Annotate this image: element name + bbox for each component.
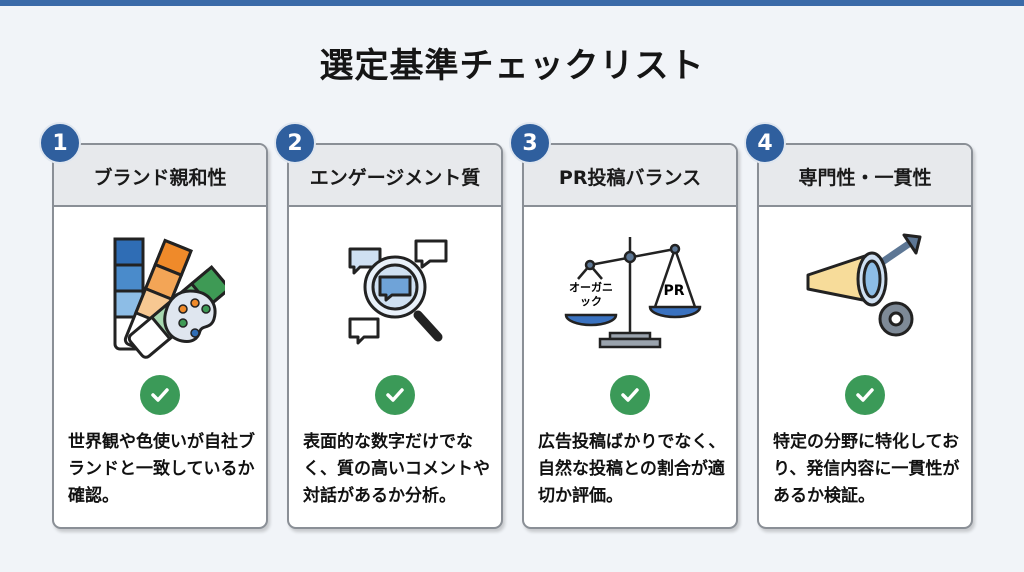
card-heading: PR投稿バランス <box>524 145 736 207</box>
card-heading: エンゲージメント質 <box>289 145 501 207</box>
step-badge-3: 3 <box>509 122 551 164</box>
criteria-card-1: ブランド親和性 世界観や色使いが自社ブランドと一致しているか確認。 <box>52 143 268 529</box>
card-description: 表面的な数字だけでなく、質の高いコメントや対話があるか分析。 <box>303 432 490 506</box>
criteria-card-3: PR投稿バランス オーガニック PR 広告投稿ばかりでなく、自然な投稿との割合が… <box>522 143 738 529</box>
card-description: 広告投稿ばかりでなく、自然な投稿との割合が適切か評価。 <box>538 432 726 506</box>
card-description: 特定の分野に特化しており、発信内容に一貫性があるか検証。 <box>773 432 960 506</box>
step-badge-1: 1 <box>39 122 81 164</box>
card-heading: 専門性・一貫性 <box>759 145 971 207</box>
top-accent-bar <box>0 0 1024 6</box>
scale-label-organic: オーガニック <box>569 281 613 308</box>
step-badge-4: 4 <box>744 122 786 164</box>
step-badge-2: 2 <box>274 122 316 164</box>
megaphone-gear-icon <box>759 229 971 359</box>
card-heading: ブランド親和性 <box>54 145 266 207</box>
scale-label-pr: PR <box>663 283 685 299</box>
check-icon <box>140 375 180 415</box>
criteria-card-2: エンゲージメント質 表面的な数字だけでなく、質の高いコメントや対話があるか分析。 <box>287 143 503 529</box>
magnifier-comments-icon <box>289 229 501 359</box>
check-icon <box>845 375 885 415</box>
color-swatch-palette-icon <box>54 229 266 359</box>
card-description: 世界観や色使いが自社ブランドと一致しているか確認。 <box>68 432 255 506</box>
balance-scale-icon: オーガニック PR <box>524 229 736 359</box>
page-title: 選定基準チェックリスト <box>319 46 705 86</box>
check-icon <box>375 375 415 415</box>
criteria-card-4: 専門性・一貫性 特定の分野に特化しており、発信内容に一貫性があるか検証。 <box>757 143 973 529</box>
check-icon <box>610 375 650 415</box>
